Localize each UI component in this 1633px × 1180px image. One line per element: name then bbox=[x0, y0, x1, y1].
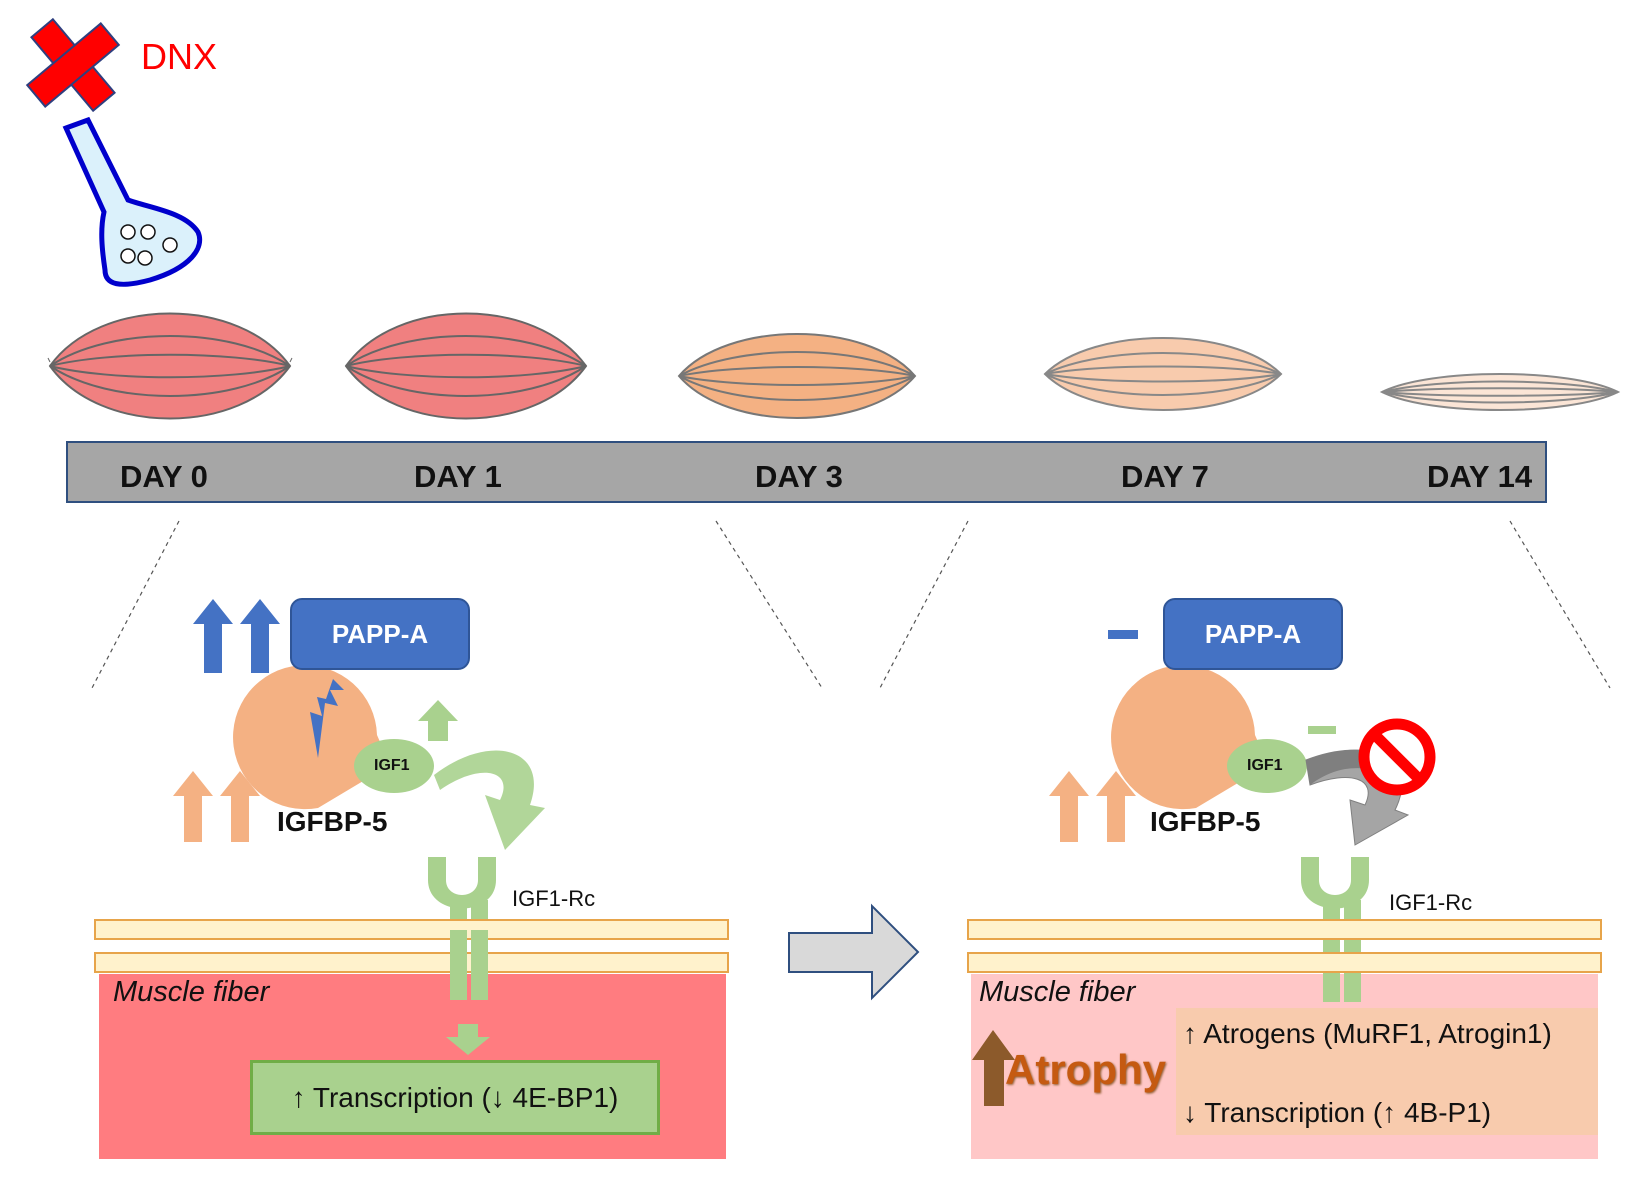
minus-sign-blue-icon bbox=[1108, 630, 1138, 639]
receptor-right-label: IGF1-Rc bbox=[1389, 890, 1473, 915]
atrogens-box bbox=[1176, 1008, 1598, 1135]
blue-up-arrows-icon bbox=[193, 599, 280, 673]
muscle-fiber-left-label: Muscle fiber bbox=[113, 976, 270, 1008]
zoom-lines bbox=[91, 520, 1611, 689]
transition-arrow-icon bbox=[788, 903, 920, 1001]
membrane-right-outer bbox=[967, 919, 1602, 940]
pappa-right-label: PAPP-A bbox=[1204, 618, 1302, 649]
igf1-left-icon bbox=[354, 739, 434, 793]
minus-sign-green-icon bbox=[1308, 726, 1336, 734]
membrane-right-inner bbox=[967, 952, 1602, 973]
timeline-day-1: DAY 1 bbox=[414, 459, 502, 494]
transcription-left-box: ↑ Transcription (↓ 4E-BP1) bbox=[250, 1060, 660, 1135]
membrane-left-inner bbox=[94, 952, 729, 973]
muscle-day1-icon bbox=[344, 312, 588, 420]
pappa-left-box: PAPP-A bbox=[290, 598, 470, 670]
green-curved-arrow-icon bbox=[434, 750, 545, 850]
green-small-up-arrow-icon bbox=[418, 700, 458, 741]
lightning-icon bbox=[310, 679, 344, 758]
red-cross-icon bbox=[25, 17, 121, 113]
muscle-fiber-right-label: Muscle fiber bbox=[979, 976, 1136, 1008]
drug-label: DNX bbox=[141, 36, 218, 77]
pappa-left-label: PAPP-A bbox=[331, 618, 429, 649]
igfbp5-left-label: IGFBP-5 bbox=[277, 806, 388, 837]
membrane-left-outer bbox=[94, 919, 729, 940]
igfbp5-left-icon bbox=[233, 665, 390, 810]
muscle-day7-icon bbox=[1043, 337, 1283, 411]
atrophy-label: Atrophy bbox=[1005, 1046, 1166, 1093]
transcription-left-text: ↑ Transcription (↓ 4E-BP1) bbox=[291, 1081, 619, 1113]
muscle-day14-icon bbox=[1379, 373, 1621, 411]
nerve-terminal-icon bbox=[62, 116, 203, 287]
igf1-right-label: IGF1 bbox=[1247, 757, 1283, 774]
timeline-bar bbox=[66, 441, 1547, 503]
igf1-right-icon bbox=[1227, 739, 1307, 793]
muscle-day0-icon bbox=[47, 312, 293, 420]
timeline-day-3: DAY 3 bbox=[755, 459, 843, 494]
orange-up-arrows-icon bbox=[173, 771, 260, 842]
orange-up-arrows-right-icon bbox=[1049, 771, 1136, 842]
receptor-left-label: IGF1-Rc bbox=[512, 886, 596, 911]
timeline-day-0: DAY 0 bbox=[120, 459, 208, 494]
muscle-day3-icon bbox=[677, 333, 917, 419]
timeline-day-7: DAY 7 bbox=[1121, 459, 1209, 494]
atrogens-text: ↑ Atrogens (MuRF1, Atrogin1) bbox=[1183, 1018, 1552, 1049]
transcription-right-text: ↓ Transcription (↑ 4B-P1) bbox=[1183, 1097, 1492, 1128]
prohibited-icon bbox=[1358, 718, 1436, 796]
igfbp5-right-label: IGFBP-5 bbox=[1150, 806, 1261, 837]
timeline-day-14: DAY 14 bbox=[1427, 459, 1533, 494]
pappa-right-box: PAPP-A bbox=[1163, 598, 1343, 670]
igf1-left-label: IGF1 bbox=[374, 757, 410, 774]
